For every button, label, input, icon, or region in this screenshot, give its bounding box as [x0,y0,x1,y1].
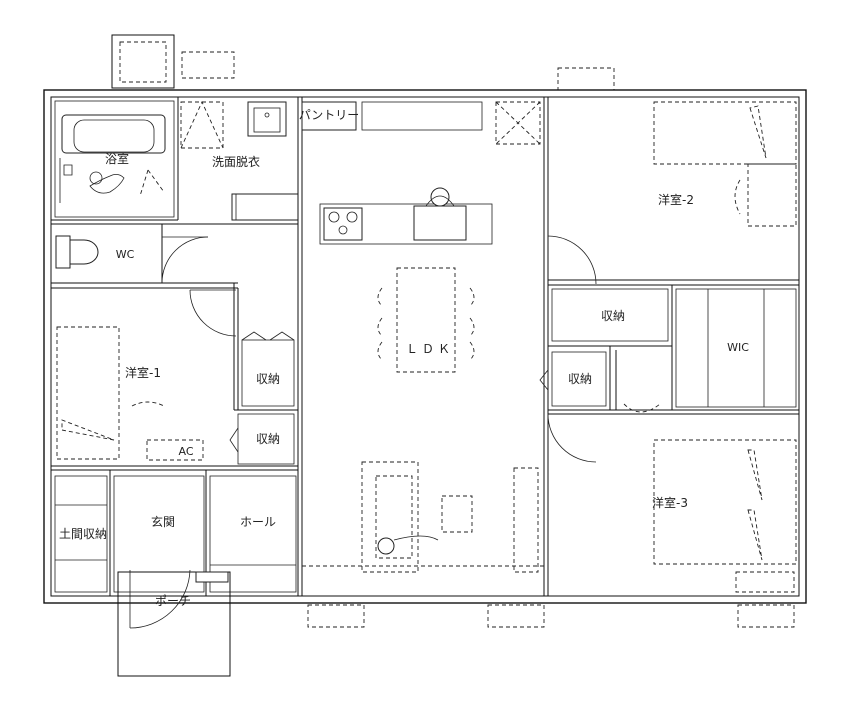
western1-label: 洋室-1 [125,365,161,380]
washroom-shelf [231,193,299,221]
toilet [69,239,99,265]
doma-storage-label: 土間収納 [59,527,107,541]
storage-c-label: 収納 [601,309,625,323]
wc-label: WC [116,248,135,261]
dining-set [377,267,475,373]
kitchen-counter [319,203,493,245]
living-set [302,461,544,573]
kitchen-figure [430,187,450,207]
western-room-3 [547,413,797,593]
porch-label: ポーチ [155,594,191,608]
bath-room [54,100,175,218]
kitchen-sink [413,205,467,241]
partitions [51,97,799,596]
storage-b [229,413,295,465]
washroom [180,100,299,221]
storage-d [539,351,607,407]
bed-1 [56,326,120,460]
storage-c [551,288,669,342]
walk-in-closet [675,288,797,408]
western-room-1 [56,289,237,461]
outdoor-unit-top-right [557,67,615,91]
wc-room [55,235,209,284]
storage-a-label: 収納 [256,372,280,386]
outdoor-unit-bottom-3 [737,604,795,628]
outdoor-unit-bottom-2 [487,604,545,628]
ac-label: AC [178,445,193,458]
washroom-label: 洗面脱衣 [212,154,260,169]
storage-d-label: 収納 [568,372,592,386]
outdoor-unit-top-left [111,34,235,89]
entrance-label: 玄関 [151,514,175,529]
outer-walls [43,89,807,604]
cooktop [323,207,363,241]
tv-board [513,467,539,573]
ldk-label: ＬＤＫ [406,342,454,356]
wic-label: WIC [727,341,749,354]
bed-3 [653,439,797,565]
living-figure [377,537,395,555]
dining-table [396,267,456,373]
storage-b-label: 収納 [256,432,280,446]
ac-unit-1 [146,439,204,461]
western2-label: 洋室-2 [658,192,694,207]
storage-a [241,331,295,407]
ac-unit-3 [735,571,795,593]
pantry-label: パントリー [299,108,360,122]
western-room-2 [547,101,797,285]
outdoor-unit-bottom-1 [307,604,365,628]
hall-label: ホール [240,515,276,529]
bathtub [61,114,166,154]
bath-label: 浴室 [105,151,129,166]
bed-2 [653,101,797,165]
sofa [361,461,419,573]
porch [117,569,231,677]
entrance-area [54,475,297,593]
kitchen [301,101,541,245]
western3-label: 洋室-3 [652,495,688,510]
